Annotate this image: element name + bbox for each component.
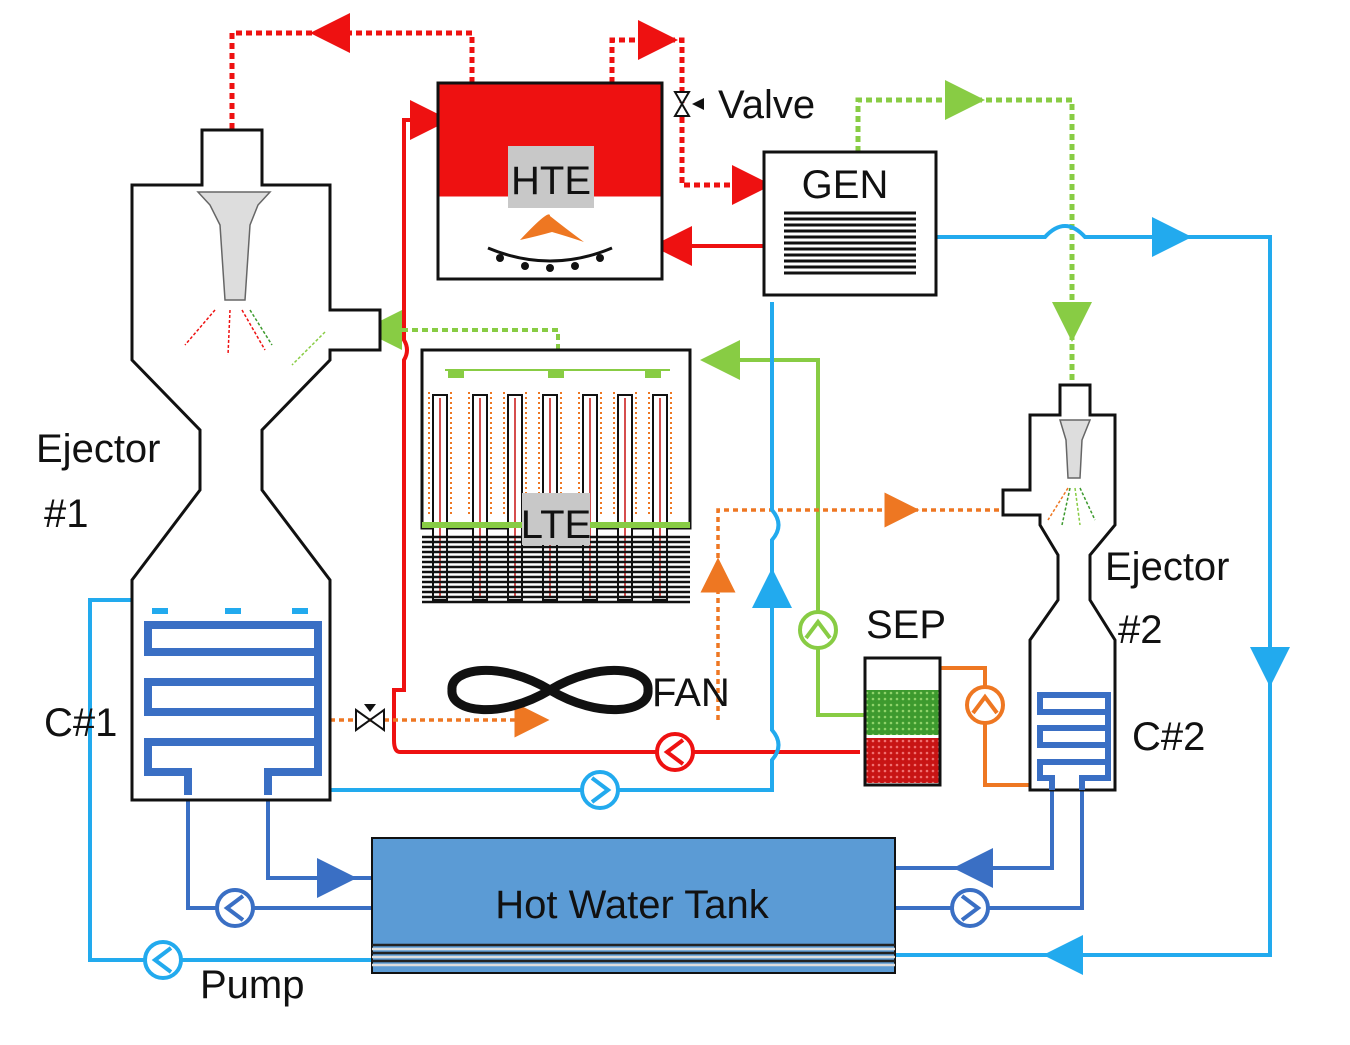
spray-arrows <box>184 309 326 366</box>
valve-icon <box>673 91 704 117</box>
ejector1-label-line2: #1 <box>44 492 89 536</box>
ejector1-label-line1: Ejector <box>36 427 161 471</box>
flame-icon <box>520 214 584 242</box>
pump-icon <box>965 685 1005 725</box>
sep-separator <box>863 656 942 787</box>
nozzle-icon <box>196 191 272 301</box>
valve-label: Valve <box>718 83 815 127</box>
spray-heads <box>152 608 308 614</box>
ejector-2 <box>1001 383 1117 792</box>
ejector2-label-line2: #2 <box>1118 608 1163 652</box>
hot-refrigerant-lines <box>212 13 860 754</box>
hot-water-tank <box>371 837 896 974</box>
pump-icon <box>580 770 620 810</box>
gen-label: GEN <box>802 163 889 207</box>
expansion-valve-icon <box>355 704 385 732</box>
gen-coil <box>784 211 916 275</box>
spray-arrows-2 <box>1047 487 1096 526</box>
tank-label: Hot Water Tank <box>495 883 769 927</box>
lte-evaporator: LTE <box>420 348 692 604</box>
lte-label: LTE <box>521 503 591 547</box>
burner-icon <box>496 254 604 272</box>
hte-label-box <box>508 146 594 208</box>
pump-icon <box>655 732 695 772</box>
lte-spray-heads <box>448 370 661 378</box>
c1-coil <box>144 621 322 795</box>
lte-label-box <box>522 493 590 545</box>
ejector-1 <box>130 128 382 802</box>
hte-label: HTE <box>511 159 591 203</box>
pump-icon <box>950 888 990 928</box>
lte-tubes <box>428 392 672 601</box>
c2-coil <box>1037 692 1111 790</box>
lte-fins <box>422 535 690 604</box>
pump-icon <box>215 888 255 928</box>
sep-label: SEP <box>866 603 946 647</box>
pump-icon <box>798 610 838 650</box>
cooling-water-lines <box>88 217 1290 975</box>
fan-label: FAN <box>652 671 730 715</box>
ejector2-label-line1: Ejector <box>1105 545 1230 589</box>
hot-water-lines <box>186 790 1084 910</box>
tank-coil <box>372 943 895 967</box>
c2-label: C#2 <box>1132 715 1205 759</box>
pump-icon <box>143 940 183 980</box>
c1-label: C#1 <box>44 701 117 745</box>
fan-icon <box>447 666 653 714</box>
gen-generator: GEN <box>762 150 938 297</box>
pump-label: Pump <box>200 963 305 1007</box>
hte-heater: HTE <box>436 81 664 281</box>
orange-refrigerant-lines <box>330 492 1030 787</box>
